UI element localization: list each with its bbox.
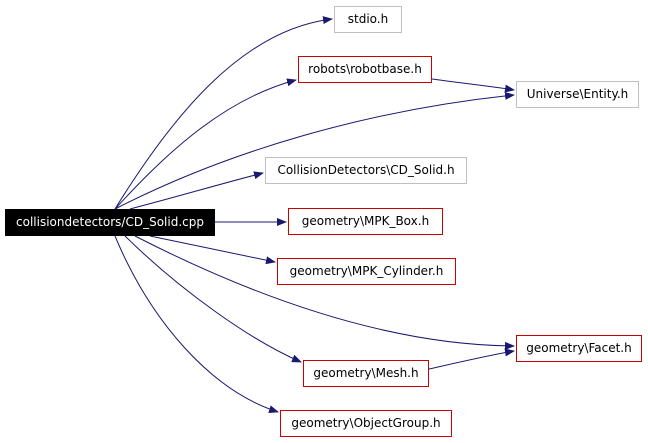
edge-robotbase-to-entity	[431, 78, 515, 93]
edge-mesh-to-facet	[428, 348, 515, 370]
edge-root-to-mesh	[124, 235, 302, 363]
node-mpk-cylinder-h[interactable]: geometry\MPK_Cylinder.h	[277, 258, 456, 285]
edge-root-to-cdsolid	[129, 171, 264, 210]
node-stdio-h[interactable]: stdio.h	[334, 6, 402, 33]
edge-root-to-facet	[134, 235, 515, 350]
node-mesh-h[interactable]: geometry\Mesh.h	[303, 360, 429, 387]
node-facet-h[interactable]: geometry\Facet.h	[516, 335, 642, 362]
edge-root-to-entity	[114, 91, 515, 210]
edge-root-to-mpkcyl	[149, 235, 276, 265]
node-entity-h[interactable]: Universe\Entity.h	[516, 81, 639, 108]
edge-root-to-stdio	[114, 16, 333, 210]
node-objectgroup-h[interactable]: geometry\ObjectGroup.h	[280, 410, 452, 437]
edge-root-to-objgroup	[114, 235, 279, 414]
node-root-cd-solid-cpp: collisiondetectors/CD_Solid.cpp	[5, 209, 215, 236]
node-mpk-box-h[interactable]: geometry\MPK_Box.h	[288, 208, 443, 235]
edge-root-to-robotbase	[114, 78, 297, 210]
node-cd-solid-h[interactable]: CollisionDetectors\CD_Solid.h	[265, 157, 467, 184]
node-robotbase-h[interactable]: robots\robotbase.h	[298, 56, 432, 83]
